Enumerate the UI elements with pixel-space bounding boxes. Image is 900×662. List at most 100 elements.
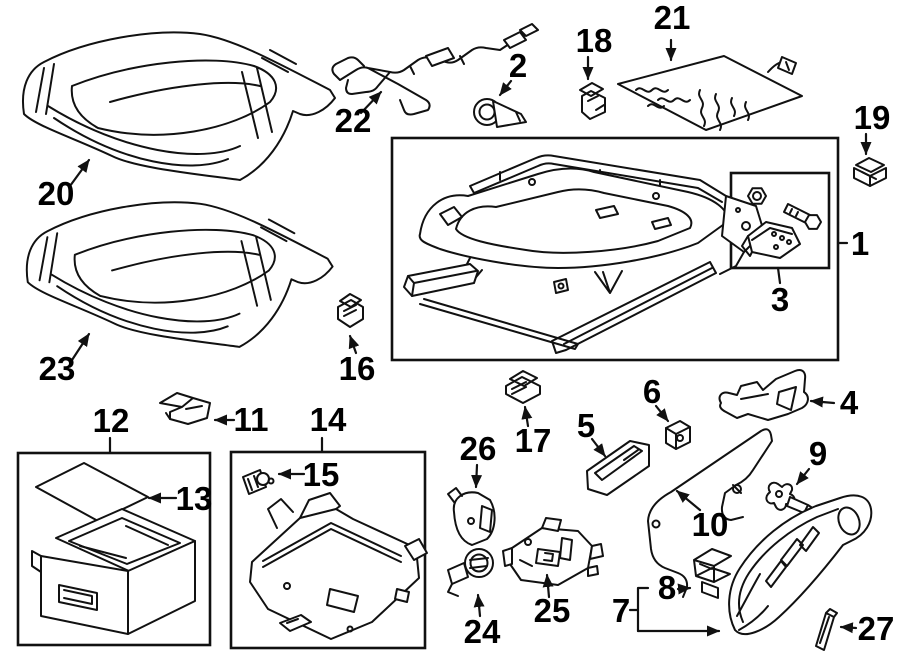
callout-22[interactable]: 22 bbox=[335, 90, 383, 139]
switch-inner bbox=[535, 537, 573, 567]
clip-body bbox=[693, 548, 732, 599]
frame-hole bbox=[652, 192, 660, 200]
callout-2[interactable]: 2 bbox=[498, 47, 527, 97]
part-art-tray-and-plug bbox=[242, 469, 428, 640]
callout-26[interactable]: 26 bbox=[460, 430, 497, 489]
part-number-label: 15 bbox=[303, 456, 340, 493]
leader-line bbox=[70, 332, 91, 362]
part-art-clip-17 bbox=[505, 370, 541, 404]
leader-line bbox=[521, 405, 533, 428]
part-number-label: 20 bbox=[38, 175, 75, 212]
part-number-label: 3 bbox=[771, 281, 789, 318]
clip-body bbox=[159, 392, 211, 425]
callout-11[interactable]: 11 bbox=[213, 401, 268, 438]
harness-connectors bbox=[425, 23, 539, 67]
callout-5[interactable]: 5 bbox=[577, 407, 607, 458]
callout-13[interactable]: 13 bbox=[147, 480, 213, 517]
leader-line bbox=[542, 573, 554, 599]
part-number-label: 2 bbox=[509, 47, 527, 84]
bracket-hole bbox=[786, 239, 792, 245]
plug-cap bbox=[256, 472, 270, 486]
leader-line bbox=[676, 583, 692, 595]
tray-tab bbox=[404, 538, 428, 561]
frame-slots bbox=[595, 205, 672, 230]
strip-body bbox=[815, 608, 838, 651]
screw-center bbox=[775, 490, 783, 498]
part-number-label: 1 bbox=[851, 225, 869, 262]
part-number-label: 9 bbox=[809, 435, 827, 472]
callout-6[interactable]: 6 bbox=[643, 373, 670, 423]
callout-4[interactable]: 4 bbox=[809, 384, 859, 421]
switch-tabs bbox=[502, 517, 604, 577]
callout-3[interactable]: 3 bbox=[771, 266, 789, 318]
leader-line bbox=[776, 266, 782, 285]
callout-19[interactable]: 19 bbox=[854, 99, 891, 156]
callout-20[interactable]: 20 bbox=[38, 158, 91, 212]
tray-inner-rect bbox=[326, 588, 359, 613]
part-art-retaining-clip bbox=[693, 548, 732, 599]
callout-10[interactable]: 10 bbox=[675, 489, 728, 543]
part-number-label: 17 bbox=[515, 422, 552, 459]
part-art-seat-cushion-lower bbox=[25, 201, 334, 348]
tray-ridge bbox=[262, 522, 402, 568]
callout-18[interactable]: 18 bbox=[576, 22, 613, 81]
part-number-label: 8 bbox=[658, 569, 676, 606]
clip-body bbox=[337, 293, 364, 328]
part-number-label: 23 bbox=[39, 350, 76, 387]
heater-pad-outline bbox=[617, 55, 803, 131]
part-art-drawer-and-mat bbox=[31, 462, 196, 635]
callout-15[interactable]: 15 bbox=[277, 456, 340, 493]
leader-line bbox=[628, 586, 650, 633]
callout-24[interactable]: 24 bbox=[464, 593, 501, 650]
callout-23[interactable]: 23 bbox=[39, 332, 91, 387]
callout-17[interactable]: 17 bbox=[515, 405, 552, 459]
frame-group-box bbox=[390, 136, 840, 362]
bolt-threads bbox=[789, 208, 799, 217]
clip-detail bbox=[699, 563, 713, 570]
rail-left-lines bbox=[407, 270, 579, 350]
part-number-label: 13 bbox=[176, 480, 213, 517]
part-number-label: 5 bbox=[577, 407, 595, 444]
callout-16[interactable]: 16 bbox=[339, 334, 376, 387]
part-art-side-trim-panel bbox=[728, 494, 873, 636]
cushion-seams bbox=[35, 49, 297, 167]
callout-14[interactable]: 14 bbox=[310, 401, 347, 453]
callout-25[interactable]: 25 bbox=[534, 573, 571, 629]
callout-7[interactable]: 7 bbox=[612, 586, 721, 637]
part-art-clip-18 bbox=[579, 82, 606, 120]
part-number-label: 25 bbox=[534, 592, 571, 629]
callout-1[interactable]: 1 bbox=[836, 225, 869, 262]
clip-detail bbox=[343, 304, 357, 317]
callout-8[interactable]: 8 bbox=[658, 569, 692, 606]
plug-nub bbox=[267, 477, 275, 485]
heater-connector-line bbox=[785, 61, 790, 71]
tray-shim bbox=[279, 614, 312, 632]
frame-pan-inner bbox=[455, 188, 693, 254]
drawer-handle-inner bbox=[63, 589, 93, 605]
leader-line bbox=[471, 463, 483, 489]
bracket-lines bbox=[741, 227, 793, 257]
callout-21[interactable]: 21 bbox=[654, 0, 691, 62]
part-art-bolt-kit bbox=[741, 187, 822, 259]
nut-hole bbox=[752, 191, 762, 201]
frame-bracket-hole bbox=[557, 282, 565, 290]
leader-line bbox=[68, 158, 91, 188]
part-art-trim-cap bbox=[586, 440, 650, 496]
callout-27[interactable]: 27 bbox=[839, 610, 894, 647]
callout-12[interactable]: 12 bbox=[93, 402, 130, 454]
mech-pivot bbox=[741, 221, 751, 231]
plate-hole bbox=[676, 434, 684, 442]
leader-line bbox=[654, 404, 670, 423]
part-number-label: 14 bbox=[310, 401, 347, 438]
part-number-label: 6 bbox=[643, 373, 661, 410]
plate-edge bbox=[665, 426, 691, 450]
panel-slots bbox=[765, 526, 820, 588]
leader-line bbox=[795, 467, 811, 486]
tray-hole bbox=[283, 582, 291, 590]
callout-9[interactable]: 9 bbox=[795, 435, 827, 486]
drawer-group-box bbox=[16, 451, 212, 647]
clip-body bbox=[853, 157, 887, 187]
cover-slot bbox=[479, 505, 493, 533]
